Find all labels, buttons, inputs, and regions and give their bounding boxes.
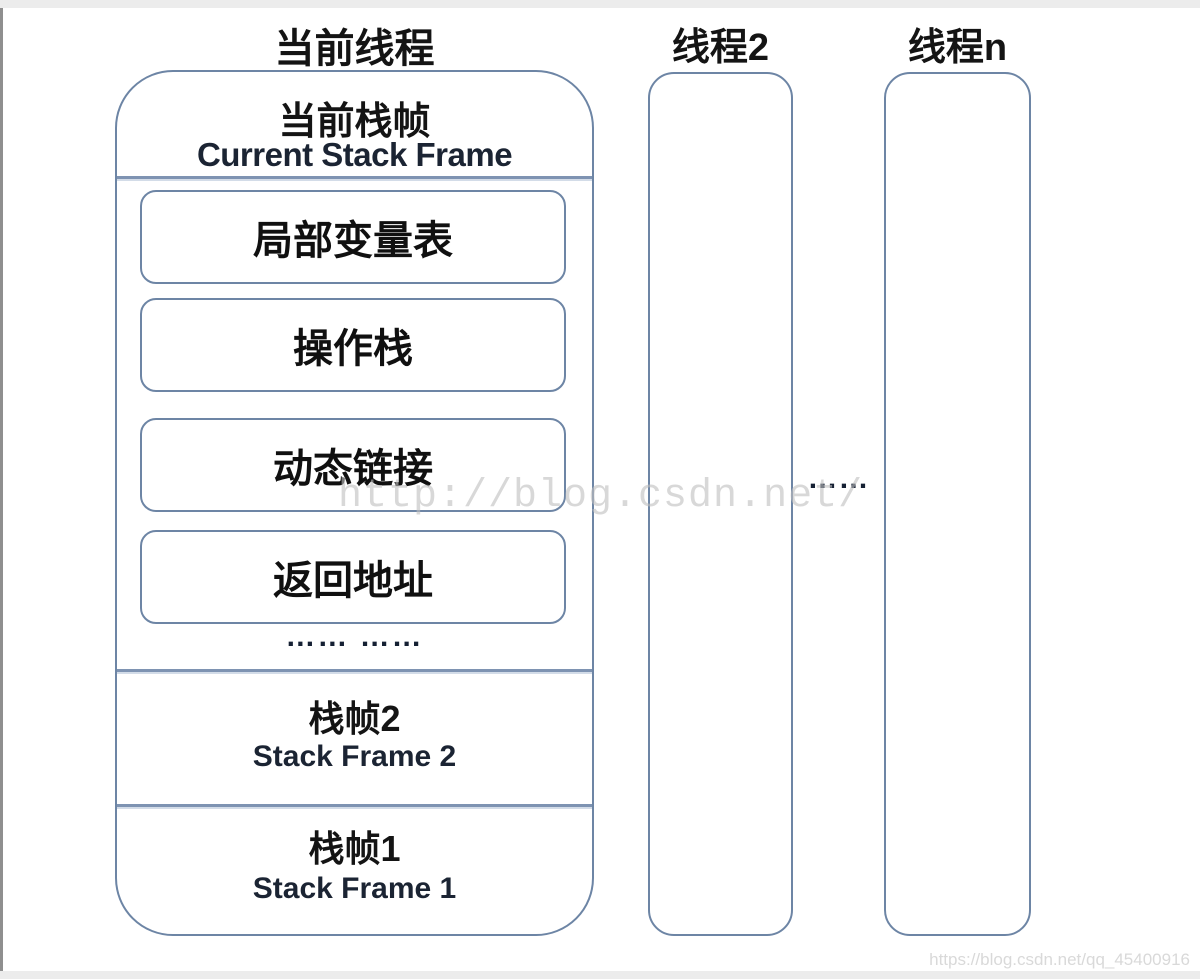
left-gray-strip bbox=[0, 0, 3, 979]
return-address-label: 返回地址 bbox=[273, 559, 433, 603]
stack-frame-2-label-en: Stack Frame 2 bbox=[252, 740, 457, 773]
stack-ellipsis: …… …… bbox=[285, 620, 424, 653]
local-variable-table-box: 局部变量表 bbox=[140, 190, 566, 284]
stack-frame-2-label-cn: 栈帧2 bbox=[308, 698, 401, 739]
thread-2-title: 线程2 bbox=[671, 27, 770, 69]
top-gray-band bbox=[0, 0, 1200, 8]
divider-frame2 bbox=[117, 669, 592, 672]
between-threads-ellipsis: …… bbox=[807, 462, 870, 495]
current-stack-frame-label-cn: 当前栈帧 bbox=[278, 101, 431, 143]
operand-stack-label: 操作栈 bbox=[293, 327, 413, 371]
current-thread-title: 当前线程 bbox=[274, 27, 435, 71]
divider-header bbox=[117, 176, 592, 179]
current-stack-frame-label-en: Current Stack Frame bbox=[196, 136, 513, 173]
thread-n-box bbox=[884, 72, 1031, 936]
dynamic-linking-box: 动态链接 bbox=[140, 418, 566, 512]
local-variable-table-label: 局部变量表 bbox=[253, 219, 453, 263]
return-address-box: 返回地址 bbox=[140, 530, 566, 624]
bottom-gray-band bbox=[0, 971, 1200, 979]
csdn-watermark-bottom-right: https://blog.csdn.net/qq_45400916 bbox=[929, 950, 1190, 969]
current-thread-stack-container: 当前栈帧 Current Stack Frame 局部变量表 操作栈 动态链接 … bbox=[115, 70, 594, 936]
stack-frame-1-label-en: Stack Frame 1 bbox=[252, 872, 457, 905]
thread-n-title: 线程n bbox=[907, 27, 1008, 69]
stack-frame-1-label-cn: 栈帧1 bbox=[308, 828, 401, 869]
divider-frame1 bbox=[117, 804, 592, 807]
thread-2-box bbox=[648, 72, 793, 936]
dynamic-linking-label: 动态链接 bbox=[273, 447, 433, 491]
operand-stack-box: 操作栈 bbox=[140, 298, 566, 392]
